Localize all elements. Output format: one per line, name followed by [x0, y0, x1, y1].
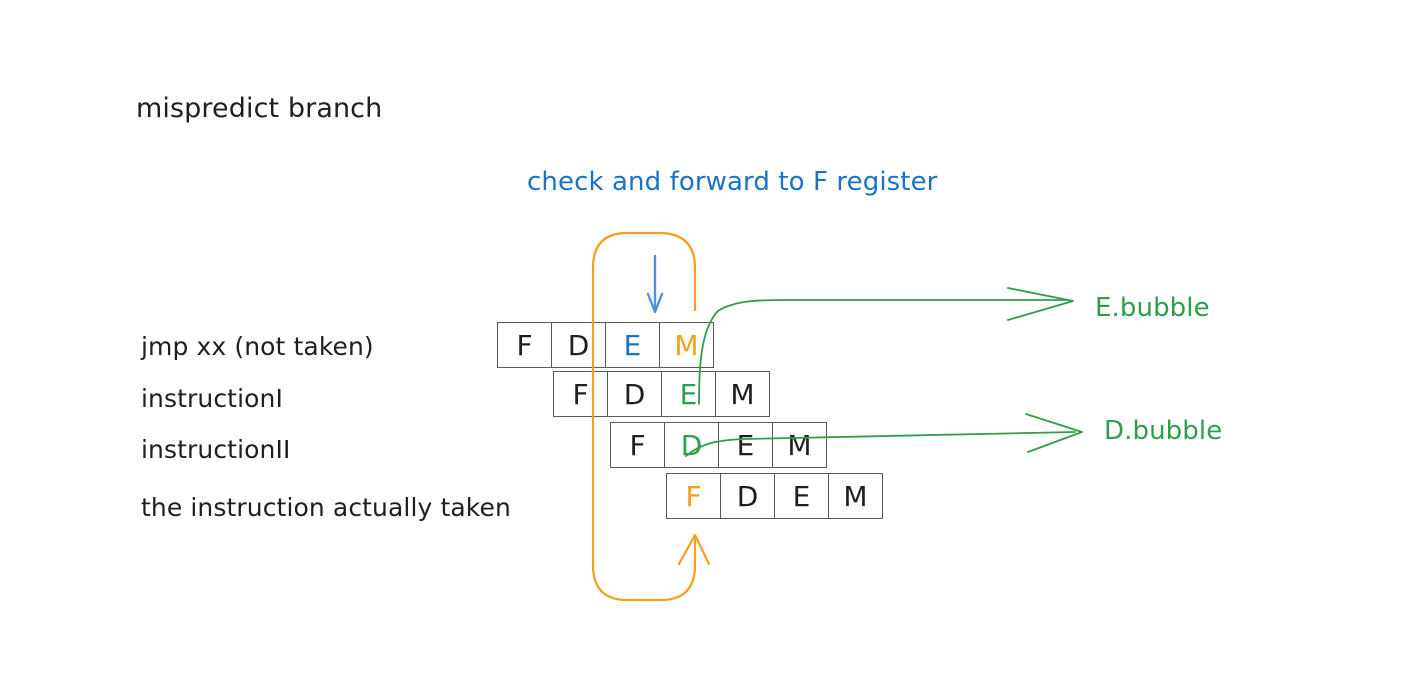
stage-cell-e: E	[774, 473, 829, 519]
instruction-label-jmp: jmp xx (not taken)	[141, 332, 374, 361]
stage-cell-d: D	[607, 371, 662, 417]
d-bubble-label: D.bubble	[1104, 416, 1223, 446]
check-forward-caption: check and forward to F register	[527, 167, 938, 197]
stage-cell-m: M	[715, 371, 770, 417]
pipeline-row-taken: F D E M	[666, 473, 883, 519]
e-bubble-label: E.bubble	[1095, 293, 1210, 323]
stage-cell-d: D	[664, 422, 719, 468]
page-title: mispredict branch	[136, 93, 383, 124]
instruction-label-taken: the instruction actually taken	[141, 493, 511, 522]
stage-cell-f: F	[610, 422, 665, 468]
check-arrow-head	[646, 292, 664, 314]
stage-cell-m: M	[828, 473, 883, 519]
feedback-loop-arrowhead	[677, 533, 711, 566]
instruction-label-instruction2: instructionII	[141, 435, 291, 464]
pipeline-row-instruction2: F D E M	[610, 422, 827, 468]
instruction-label-instruction1: instructionI	[141, 384, 283, 413]
stage-cell-f: F	[497, 322, 552, 368]
d-bubble-arrowhead	[1025, 413, 1083, 453]
stage-cell-e: E	[661, 371, 716, 417]
stage-cell-m: M	[659, 322, 714, 368]
stage-cell-f: F	[553, 371, 608, 417]
pipeline-row-jmp: F D E M	[497, 322, 714, 368]
pipeline-row-instruction1: F D E M	[553, 371, 770, 417]
stage-cell-e: E	[718, 422, 773, 468]
stage-cell-m: M	[772, 422, 827, 468]
e-bubble-arrowhead	[1007, 287, 1074, 321]
stage-cell-d: D	[551, 322, 606, 368]
stage-cell-e: E	[605, 322, 660, 368]
stage-cell-f: F	[666, 473, 721, 519]
stage-cell-d: D	[720, 473, 775, 519]
